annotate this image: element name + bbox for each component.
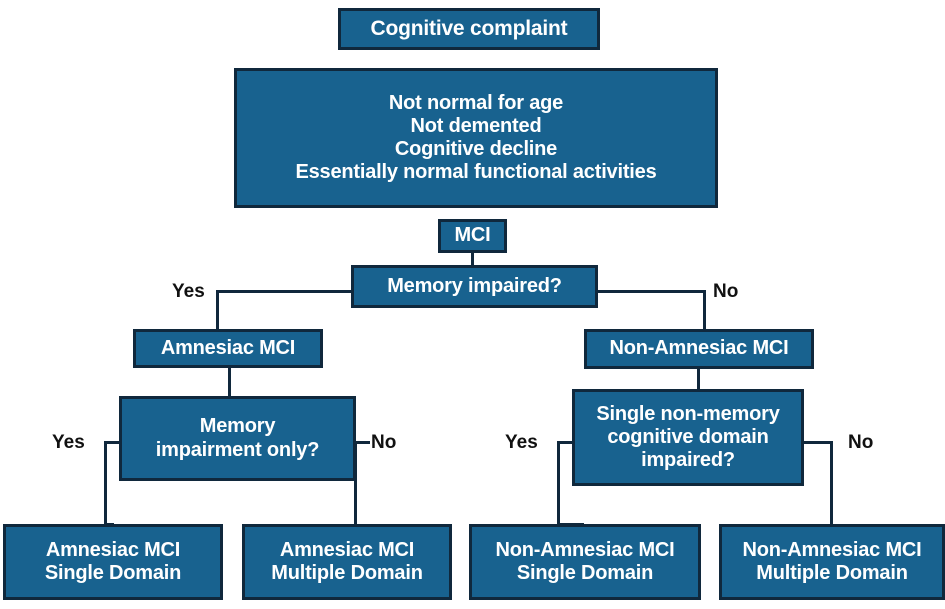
edge-label-memory-only-no: No (371, 432, 397, 453)
node-mci[interactable]: MCI (438, 219, 507, 253)
edge-label-single-nonmemory-yes: Yes (505, 432, 538, 453)
edge-memory-impaired-no-vertical (703, 290, 706, 332)
edge-memory-impaired-yes-horizontal (216, 290, 353, 293)
edge-amnesiac-to-memory-only (228, 366, 231, 398)
edge-single-nonmemory-yes-vertical (557, 441, 560, 526)
node-nonamnesiac-mci-single-domain[interactable]: Non-Amnesiac MCI Single Domain (469, 524, 701, 600)
node-nonamnesiac-mci-label: Non-Amnesiac MCI (609, 337, 789, 360)
node-nonamnesiac-mci-single-domain-label: Non-Amnesiac MCI Single Domain (495, 538, 675, 584)
edge-nonamnesiac-to-single-nonmemory (697, 367, 700, 391)
edge-label-memory-only-yes: Yes (52, 432, 85, 453)
node-amnesiac-mci-single-domain[interactable]: Amnesiac MCI Single Domain (3, 524, 223, 600)
edge-single-nonmemory-yes-horizontal (557, 441, 575, 444)
node-memory-impairment-only-question-label: Memory impairment only? (155, 415, 320, 461)
edge-memory-only-no-horizontal (353, 441, 370, 444)
edge-single-nonmemory-no-vertical (830, 441, 833, 526)
node-mci-criteria[interactable]: Not normal for age Not demented Cognitiv… (234, 68, 718, 208)
node-nonamnesiac-mci-multiple-domain-label: Non-Amnesiac MCI Multiple Domain (742, 538, 922, 584)
edge-memory-only-no-vertical (354, 441, 357, 526)
node-amnesiac-mci[interactable]: Amnesiac MCI (133, 329, 323, 368)
edge-single-nonmemory-no-horizontal (801, 441, 833, 444)
edge-memory-impaired-yes-vertical (216, 290, 219, 332)
edge-memory-only-yes-horizontal (104, 441, 122, 444)
node-amnesiac-mci-multiple-domain[interactable]: Amnesiac MCI Multiple Domain (242, 524, 452, 600)
node-nonamnesiac-mci[interactable]: Non-Amnesiac MCI (584, 329, 814, 369)
edge-label-memory-impaired-no: No (713, 281, 739, 302)
node-single-nonmemory-domain-question-label: Single non-memory cognitive domain impai… (596, 402, 780, 472)
node-cognitive-complaint-label: Cognitive complaint (370, 16, 568, 40)
node-mci-label: MCI (454, 224, 491, 247)
node-memory-impaired-question[interactable]: Memory impaired? (351, 265, 598, 308)
node-single-nonmemory-domain-question[interactable]: Single non-memory cognitive domain impai… (572, 389, 804, 486)
edge-label-memory-impaired-yes: Yes (172, 281, 205, 302)
edge-memory-only-yes-vertical (104, 441, 107, 526)
edge-memory-impaired-no-horizontal (596, 290, 706, 293)
edge-mci-to-memory-impaired (471, 252, 474, 267)
node-memory-impairment-only-question[interactable]: Memory impairment only? (119, 396, 356, 481)
node-cognitive-complaint[interactable]: Cognitive complaint (338, 8, 600, 50)
edge-label-single-nonmemory-no: No (848, 432, 874, 453)
node-mci-criteria-label: Not normal for age Not demented Cognitiv… (295, 91, 657, 184)
node-nonamnesiac-mci-multiple-domain[interactable]: Non-Amnesiac MCI Multiple Domain (719, 524, 945, 600)
node-amnesiac-mci-single-domain-label: Amnesiac MCI Single Domain (44, 538, 182, 584)
node-memory-impaired-question-label: Memory impaired? (387, 274, 562, 297)
node-amnesiac-mci-label: Amnesiac MCI (160, 336, 296, 359)
node-amnesiac-mci-multiple-domain-label: Amnesiac MCI Multiple Domain (271, 538, 423, 584)
